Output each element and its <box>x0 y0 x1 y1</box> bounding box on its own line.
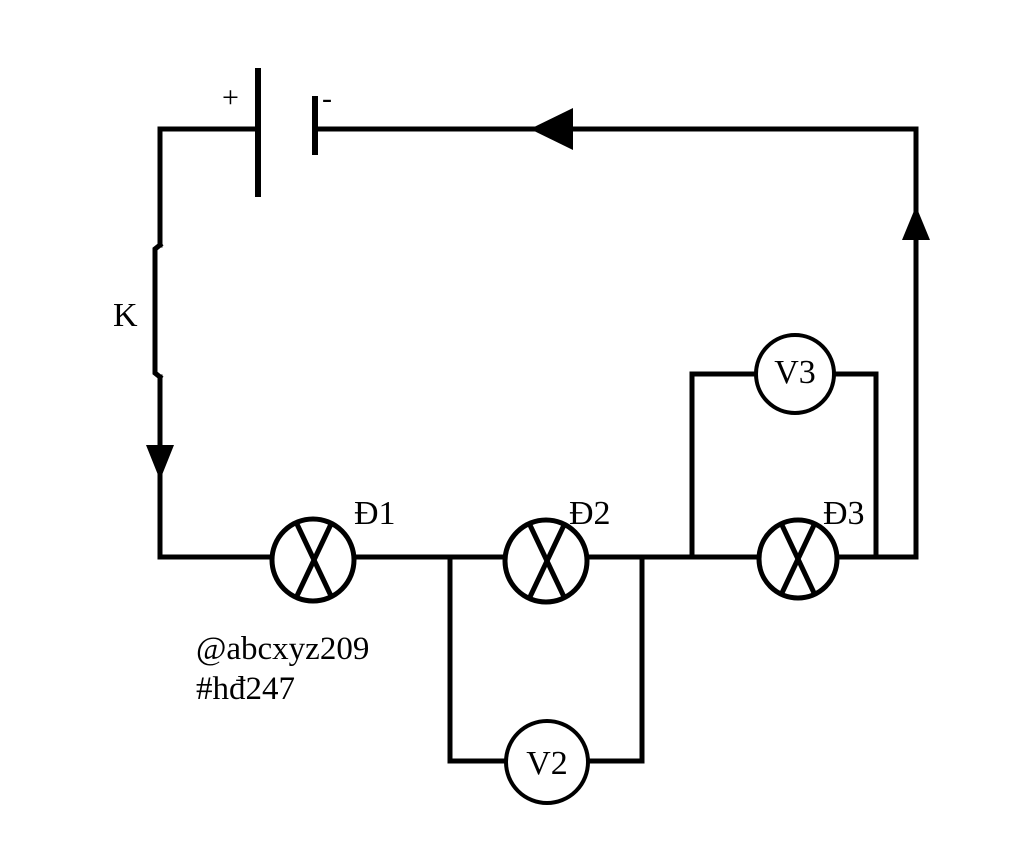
switch-label: K <box>113 297 138 334</box>
voltmeter-v2-branch: V2 <box>447 554 645 805</box>
v3-wire-right <box>831 371 879 560</box>
voltmeter-v3-label: V3 <box>774 354 816 391</box>
v2-wire-right <box>585 554 645 764</box>
lamp-d2: Đ2 <box>502 495 611 605</box>
wire-top-right <box>312 126 919 560</box>
lamp-d3-label: Đ3 <box>823 495 865 532</box>
battery-minus-sign: - <box>322 82 332 115</box>
lamp-d1: Đ1 <box>269 495 396 604</box>
voltmeter-v2 <box>504 719 590 805</box>
lamp-d1-label: Đ1 <box>354 495 396 532</box>
voltmeter-v3 <box>754 333 836 415</box>
main-wires <box>157 126 919 560</box>
switch-blade <box>152 241 164 381</box>
battery: + - <box>222 68 332 197</box>
battery-plus-sign: + <box>222 81 239 114</box>
wire-top-left <box>157 126 261 248</box>
arrow-down-icon <box>146 445 174 480</box>
switch-k: K <box>113 241 164 381</box>
wire-left-down <box>157 374 275 560</box>
voltmeter-v3-branch: V3 <box>689 333 879 560</box>
watermark-line-1: @abcxyz209 <box>196 631 369 667</box>
v3-wire-left <box>689 371 759 560</box>
lamp-d3: Đ3 <box>756 495 865 601</box>
arrow-left-icon <box>530 108 573 150</box>
v2-wire-left <box>447 554 508 764</box>
lamp-d2-label: Đ2 <box>569 495 611 532</box>
watermark-line-2: #hđ247 <box>196 671 295 707</box>
current-arrows <box>146 108 930 480</box>
voltmeter-v2-label: V2 <box>526 745 568 782</box>
arrow-up-icon <box>902 206 930 240</box>
watermark: @abcxyz209 #hđ247 <box>196 631 369 707</box>
